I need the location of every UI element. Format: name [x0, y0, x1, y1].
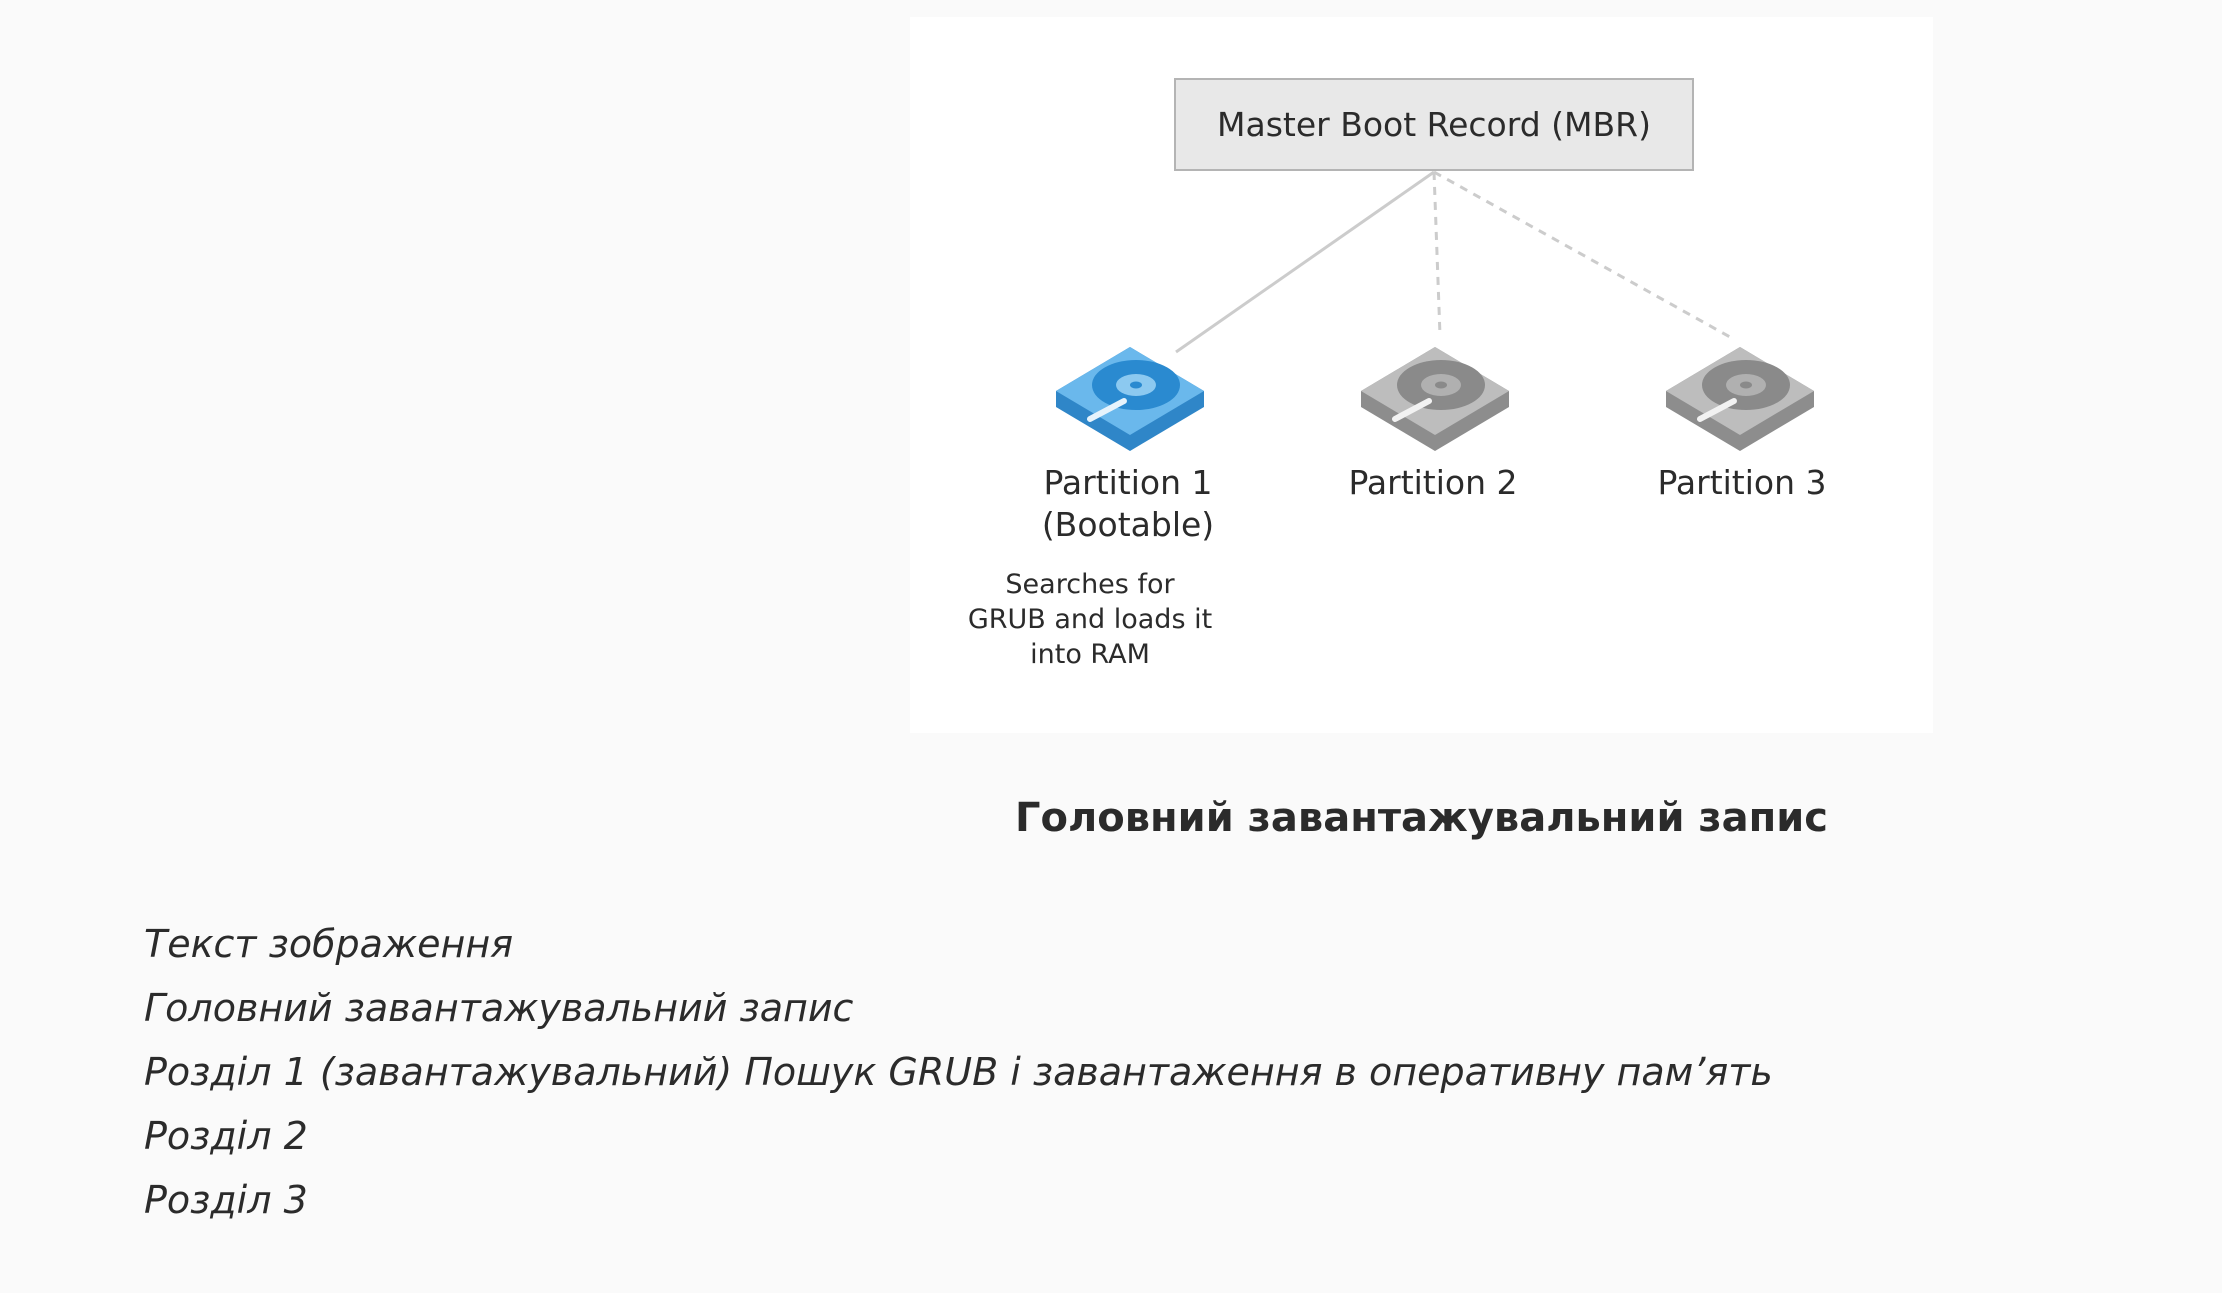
partition-3-name: Partition 3 — [1657, 463, 1827, 502]
figure-caption: Головний завантажувальний запис — [1014, 795, 1829, 841]
partition-1-note-line: Searches for — [1005, 569, 1175, 600]
mbr-label: Master Boot Record (MBR) — [1217, 105, 1651, 144]
hard-disk-icon-partition-2 — [1361, 347, 1509, 451]
image-text-line: Розділ 1 (завантажувальний) Пошук GRUB і… — [144, 1050, 1773, 1094]
partition-1-note-line: GRUB and loads it — [967, 604, 1213, 635]
image-text-heading: Текст зображення — [144, 922, 514, 966]
hard-disk-icon-partition-3 — [1666, 347, 1814, 451]
connector-partition-2 — [1432, 171, 1442, 336]
partition-3-label: Partition 3 — [1592, 462, 1892, 504]
partition-1-note: Searches for GRUB and loads it into RAM — [950, 567, 1230, 672]
partition-1-name: Partition 1 — [1043, 463, 1213, 502]
connector-partition-3 — [1433, 170, 1731, 339]
image-text-line: Розділ 3 — [144, 1178, 308, 1222]
partition-2-name: Partition 2 — [1348, 463, 1518, 502]
image-text-line: Розділ 2 — [144, 1114, 308, 1158]
image-text-line: Головний завантажувальний запис — [144, 986, 854, 1030]
mbr-node: Master Boot Record (MBR) — [1174, 78, 1694, 171]
partition-1-bootable-tag: (Bootable) — [1041, 505, 1215, 544]
connector-partition-1 — [1175, 170, 1435, 354]
image-text-list: Текст зображення Головний завантажувальн… — [144, 912, 2044, 1232]
diagram-canvas — [1056, 170, 1814, 451]
partition-2-label: Partition 2 — [1283, 462, 1583, 504]
hard-disk-icon-partition-1 — [1056, 347, 1204, 451]
partition-1-label: Partition 1 (Bootable) — [978, 462, 1278, 546]
partition-1-note-line: into RAM — [1030, 639, 1150, 670]
diagram-figure: Master Boot Record (MBR) Partition 1 (Bo… — [910, 17, 1933, 733]
